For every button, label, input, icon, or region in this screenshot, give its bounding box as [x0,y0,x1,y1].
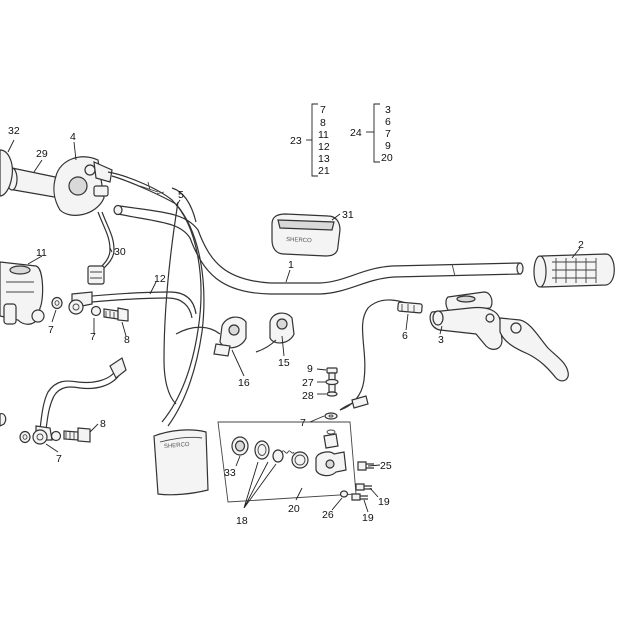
callout-label: 8 [100,418,106,430]
pad-logo: SHERCO [286,237,312,244]
bracket-group-23: 23 7 8 11 12 13 21 [290,103,330,177]
callout-label: 4 [70,131,76,143]
kit-bag: SHERCO [153,429,209,496]
callout-label: 9 [307,363,313,375]
callout-label: 32 [8,125,20,137]
banjo-bolt [324,367,369,420]
callout-label: 8 [124,334,130,346]
group-23-label: 23 [290,135,302,147]
brake-hose-fitting [339,299,423,411]
group-24-item: 20 [381,152,393,164]
group-23-item: 13 [318,153,330,165]
group-23-item: 11 [318,129,329,141]
group-24-item: 7 [385,128,391,140]
callout-label: 26 [322,509,334,521]
group-24-item: 6 [385,116,391,128]
callout-label: 30 [114,246,126,258]
throttle-cable [107,171,205,427]
callout-label: 7 [90,331,96,343]
callout-label: 19 [362,512,374,524]
repair-kit-panel [217,421,357,503]
group-23-item: 7 [320,104,326,116]
callout-label: 15 [278,357,290,369]
banjo-fitting-lower [0,357,127,445]
callout-label: 20 [288,503,300,515]
left-switch-assembly [0,149,113,216]
callout-label: 27 [302,377,314,389]
start-switch [255,312,295,353]
brake-master-cylinder [429,291,569,382]
clutch-hose [71,291,197,319]
callout-labels: 32 29 4 5 30 11 12 7 7 8 16 15 1 31 2 6 … [8,125,584,527]
group-24-item: 3 [385,104,391,116]
clutch-master-cylinder [0,261,45,325]
callout-label: 7 [56,453,62,465]
callout-label: 28 [302,390,314,402]
callout-label: 7 [300,417,306,429]
callout-label: 11 [36,247,47,259]
kill-switch [175,316,247,357]
callout-label: 16 [238,377,250,389]
callout-label: 3 [438,334,444,346]
callout-label: 18 [236,515,248,527]
handlebar [113,204,524,295]
callout-label: 7 [48,324,54,336]
group-23-item: 12 [318,141,330,153]
callout-label: 5 [178,189,184,201]
callout-label: 6 [402,330,408,342]
group-23-item: 8 [320,117,326,129]
callout-label: 2 [578,239,584,251]
callout-label: 1 [288,259,294,271]
handlebar-pad: SHERCO [271,213,341,257]
leader-lines [7,139,581,513]
group-24-label: 24 [350,127,362,139]
callout-label: 19 [378,496,390,508]
reservoir-screws [339,461,374,501]
right-grip [533,253,615,288]
bag-logo: SHERCO [164,442,190,450]
callout-label: 29 [36,148,48,160]
group-24-item: 9 [385,140,391,152]
bracket-group-24: 24 3 6 7 9 20 [350,103,393,164]
callout-label: 33 [224,467,236,479]
banjo-fitting-upper [51,296,129,322]
callout-label: 12 [154,273,166,285]
callout-label: 25 [380,460,392,472]
callout-label: 31 [342,209,354,221]
switch-wiring [87,211,115,285]
group-23-item: 21 [318,165,330,177]
